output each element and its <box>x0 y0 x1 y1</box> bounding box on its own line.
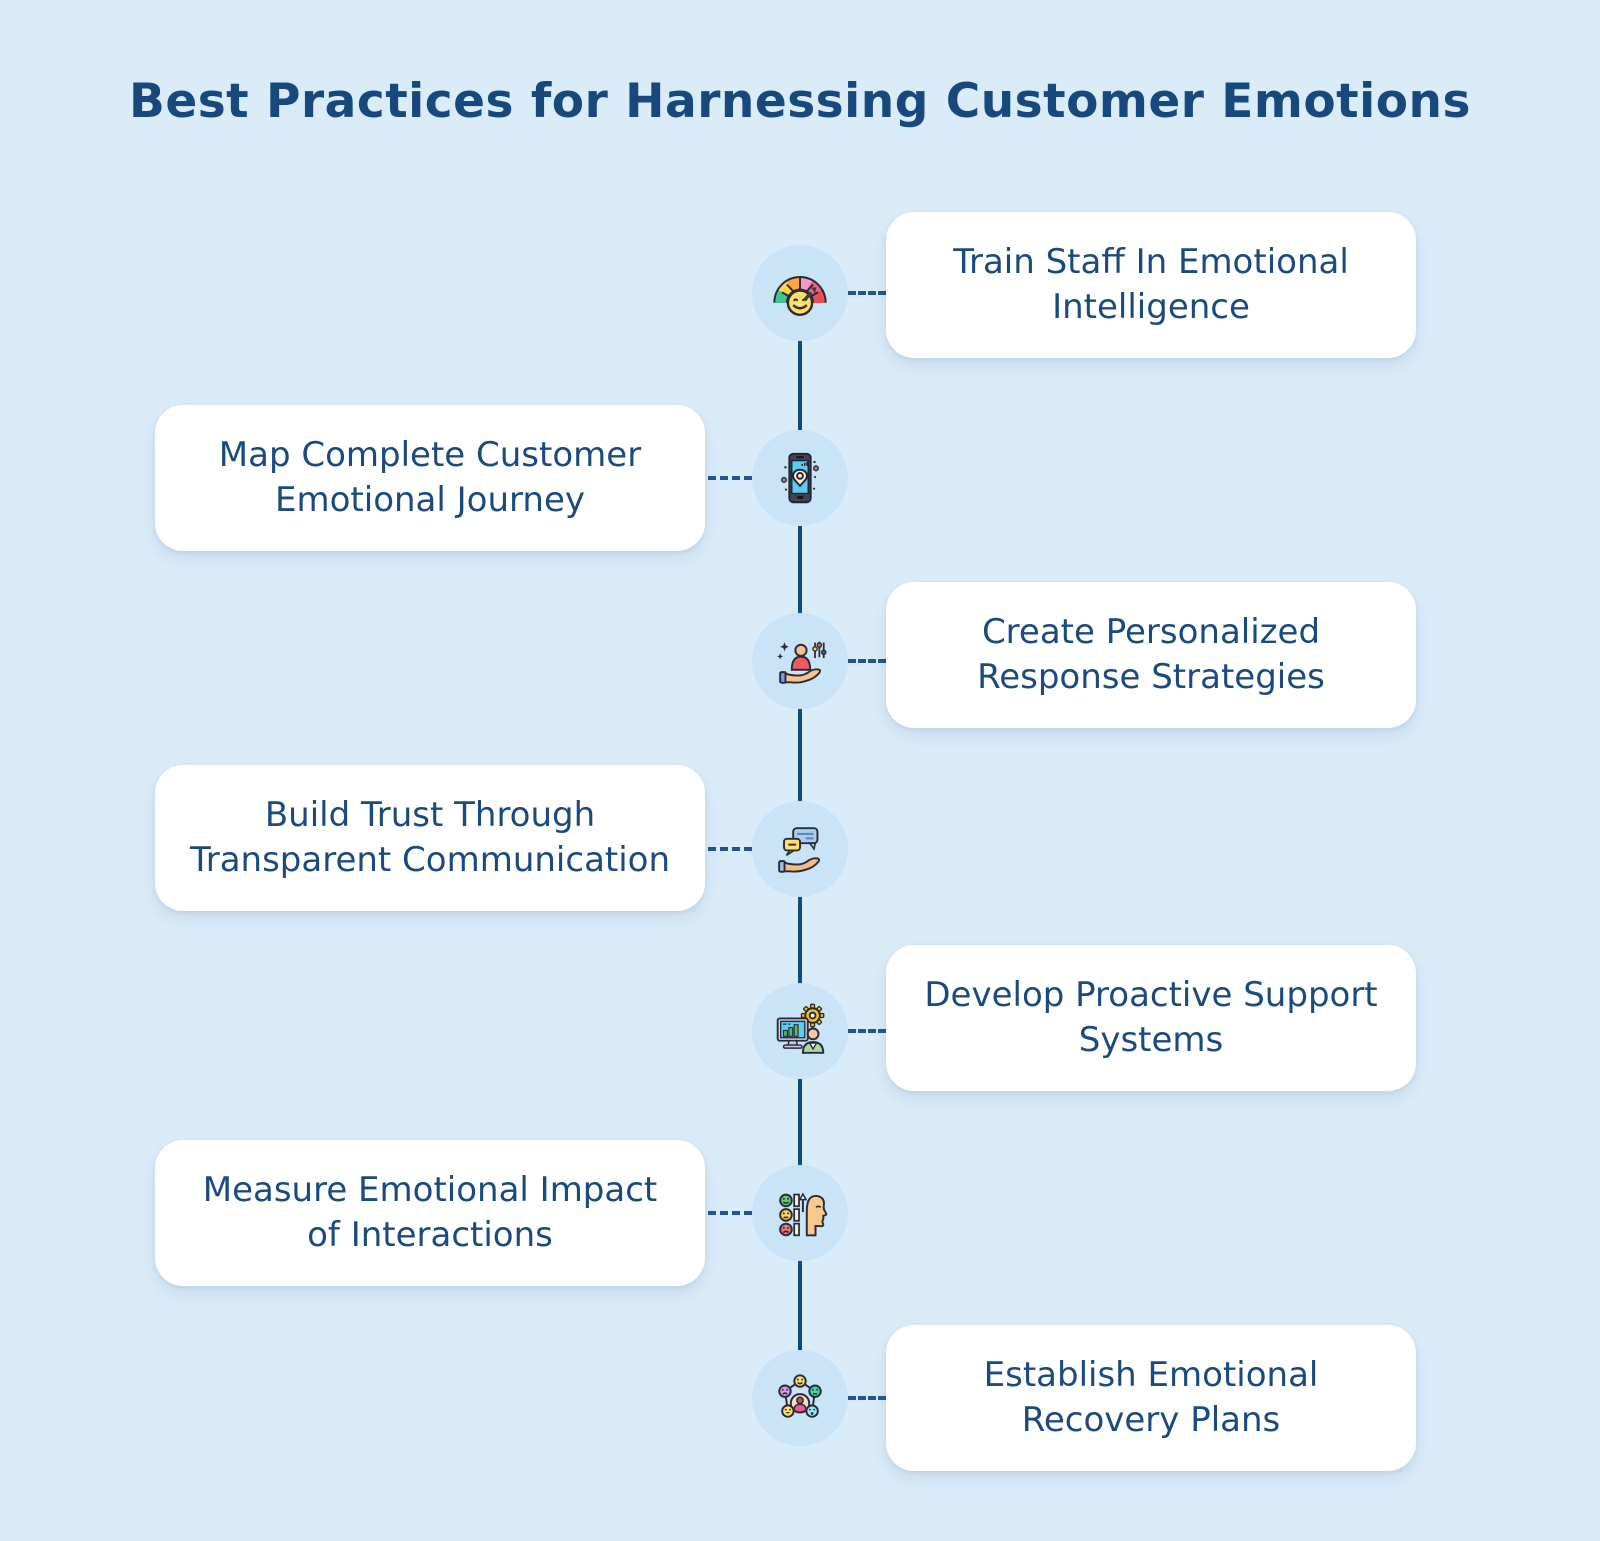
connector-dashed <box>708 1211 752 1215</box>
card-measure-impact: Measure Emotional Impact of Interactions <box>155 1140 705 1286</box>
phone-location-icon <box>769 447 831 509</box>
emotion-network-icon <box>769 1367 831 1429</box>
card-proactive-support: Develop Proactive Support Systems <box>886 945 1416 1091</box>
timeline-node-5 <box>752 983 848 1079</box>
connector-dashed <box>848 291 886 295</box>
emotion-scale-profile-icon <box>769 1182 831 1244</box>
card-label: Map Complete Customer Emotional Journey <box>218 435 642 520</box>
timeline-node-1 <box>752 245 848 341</box>
timeline-node-4 <box>752 801 848 897</box>
card-label: Build Trust Through Transparent Communic… <box>189 795 671 880</box>
emotion-meter-icon <box>769 262 831 324</box>
connector-dashed <box>848 1396 886 1400</box>
card-label: Measure Emotional Impact of Interactions <box>202 1170 658 1255</box>
card-personalized-response: Create Personalized Response Strategies <box>886 582 1416 728</box>
connector-dashed <box>708 847 752 851</box>
timeline-node-6 <box>752 1165 848 1261</box>
page-title: Best Practices for Harnessing Customer E… <box>129 74 1471 129</box>
card-label: Establish Emotional Recovery Plans <box>983 1355 1319 1440</box>
card-label: Create Personalized Response Strategies <box>977 612 1325 697</box>
card-recovery-plans: Establish Emotional Recovery Plans <box>886 1325 1416 1471</box>
connector-dashed <box>848 1029 886 1033</box>
timeline-node-2 <box>752 430 848 526</box>
connector-dashed <box>848 659 886 663</box>
connector-dashed <box>708 476 752 480</box>
timeline-node-3 <box>752 613 848 709</box>
personalized-person-hand-icon <box>769 630 831 692</box>
card-build-trust: Build Trust Through Transparent Communic… <box>155 765 705 911</box>
timeline-node-7 <box>752 1350 848 1446</box>
card-map-journey: Map Complete Customer Emotional Journey <box>155 405 705 551</box>
card-label: Develop Proactive Support Systems <box>924 975 1378 1060</box>
card-label: Train Staff In Emotional Intelligence <box>953 242 1349 327</box>
card-train-staff: Train Staff In Emotional Intelligence <box>886 212 1416 358</box>
chat-bubbles-hand-icon <box>769 818 831 880</box>
support-dashboard-gear-icon <box>769 1000 831 1062</box>
